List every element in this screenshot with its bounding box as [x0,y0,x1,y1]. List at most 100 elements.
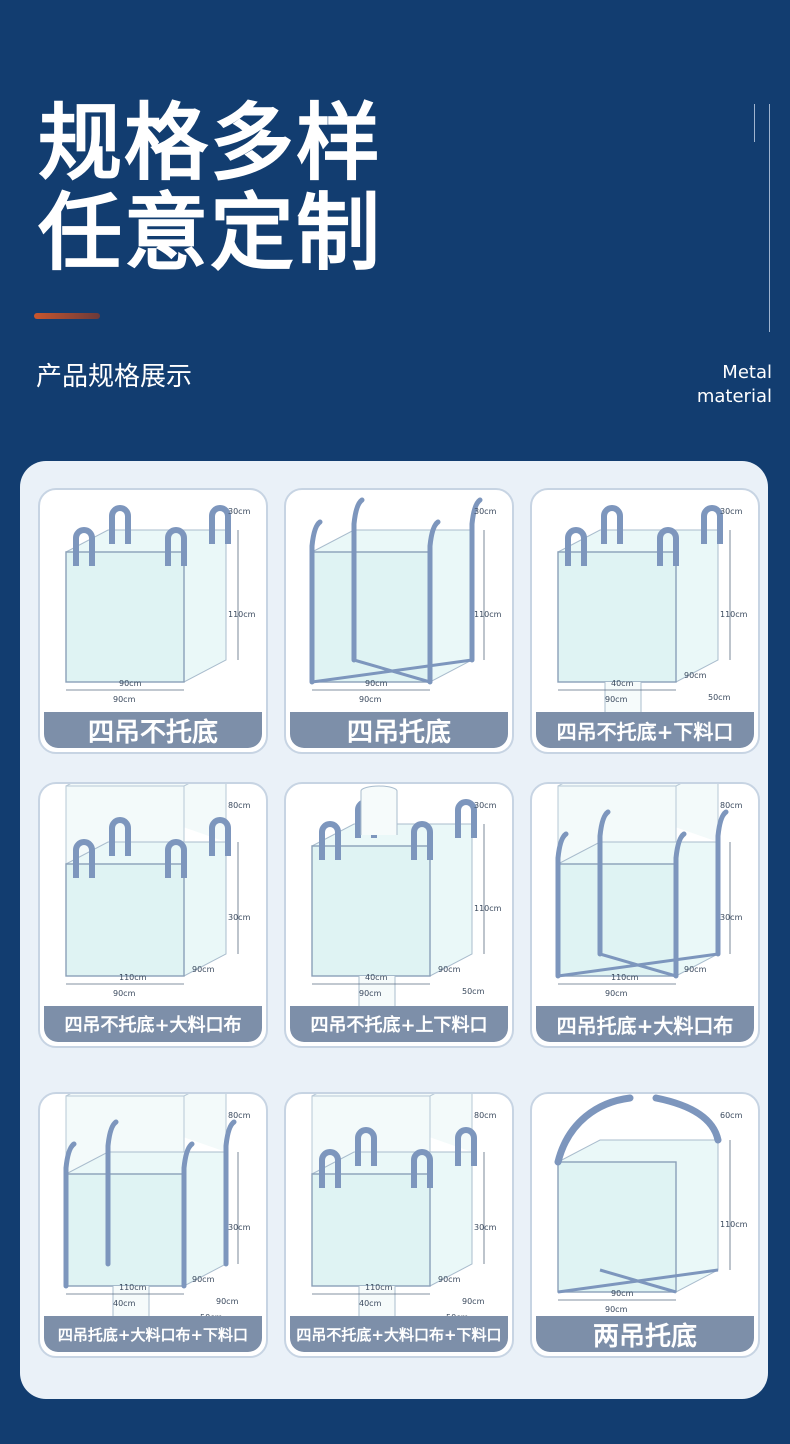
dimension-label: 30cm [228,913,251,922]
dimension-label: 30cm [474,507,497,516]
dimension-label: 110cm [474,610,502,619]
spec-card: 80cm 30cm 110cm 90cm 90cm 四吊不托底+大料口布 [38,782,268,1048]
dimension-label: 90cm [684,671,707,680]
bag-body [309,497,485,691]
bag-illustration: 30cm 110cm 90cm 90cm [65,505,256,704]
bag-front [65,863,185,977]
dimension-label: 90cm [365,679,388,688]
lift-loop [565,527,587,566]
lift-loop [319,821,341,860]
bag-illustration: 80cm30cm110cm40cm90cm90cm50cm [311,1094,497,1320]
corner-lift-strap [555,831,569,979]
dimension-label: 90cm [359,989,382,998]
dimension-label: 110cm [611,973,639,982]
dimension-label: 110cm [228,610,256,619]
two-loop-strap [554,1094,722,1166]
lift-loop [73,839,95,878]
corner-lift-strap [309,519,323,685]
lift-loop [601,505,623,544]
dimension-label: 110cm [720,610,748,619]
bag-front [557,551,677,683]
dimension-label: 110cm [474,904,502,913]
english-caption-line-2: material [696,386,772,407]
bag-front [65,551,185,683]
dimension-label: 110cm [119,1283,147,1292]
dimension-label: 80cm [720,801,743,810]
corner-lift-strap [597,809,611,957]
dimension-label: 30cm [720,507,743,516]
lift-loop [165,839,187,878]
bag-body [63,1094,239,1320]
lift-loop [165,527,187,566]
spec-card-label: 四吊不托底+大料口布+下料口 [290,1316,508,1352]
spec-card: 80cm30cm110cm40cm90cm90cm50cm四吊不托底+大料口布+… [284,1092,514,1358]
dimension-label: 90cm [605,1305,628,1314]
dimension-label: 40cm [365,973,388,982]
decorative-short-line [754,104,755,142]
english-caption-line-1: Metal [722,362,772,383]
headline-line-1: 规格多样 [38,94,383,192]
bag-body [557,505,731,716]
dimension-label: 30cm [228,507,251,516]
dimension-label: 30cm [474,801,497,810]
lift-loop [657,527,679,566]
lift-loop [209,505,231,544]
lift-loop [701,505,723,544]
dimension-label: 110cm [365,1283,393,1292]
bottom-cross-strap [557,952,719,978]
section-subtitle: 产品规格展示 [36,362,193,392]
corner-lift-strap [223,1119,237,1267]
spec-card: 80cm30cm110cm40cm90cm90cm50cm四吊托底+大料口布+下… [38,1092,268,1358]
discharge-spout [358,1286,396,1320]
corner-lift-strap [469,497,483,663]
lift-loop [109,505,131,544]
dimension-label: 90cm [684,965,707,974]
dimension-label: 30cm [720,913,743,922]
bottom-cross-strap [311,658,473,684]
decorative-vertical-line [769,104,770,332]
dimension-label: 40cm [359,1299,382,1308]
dimension-label: 90cm [113,989,136,998]
lift-loop [109,817,131,856]
dimension-label: 90cm [119,679,142,688]
dimension-label: 40cm [611,679,634,688]
dimension-label: 90cm [192,1275,215,1284]
lift-loop [455,1127,477,1166]
bag-body [65,505,239,691]
bag-front [311,845,431,977]
corner-lift-strap [673,831,687,979]
spec-card-label: 四吊不托底+下料口 [536,712,754,748]
dimension-label: 30cm [228,1223,251,1232]
lift-loop [73,527,95,566]
corner-lift-strap [427,519,441,685]
dimension-label: 30cm [474,1223,497,1232]
dimension-label: 90cm [611,1289,634,1298]
dimension-label: 80cm [228,1111,251,1120]
corner-lift-strap [63,1141,77,1289]
spec-card-label: 四吊不托底+大料口布 [44,1006,262,1042]
dimension-label: 110cm [119,973,147,982]
dimension-label: 90cm [192,965,215,974]
dimension-label: 80cm [474,1111,497,1120]
dimension-label: 90cm [462,1297,485,1306]
discharge-spout [358,976,396,1010]
corner-lift-strap [181,1141,195,1289]
lift-loop [411,1149,433,1188]
bag-illustration: 80cm30cm110cm40cm90cm90cm50cm [63,1094,251,1320]
dimension-label: 90cm [113,695,136,704]
corner-lift-strap [351,497,365,663]
filling-spout [360,785,398,835]
bag-body [554,1094,731,1301]
spec-card-label: 四吊不托底+上下料口 [290,1006,508,1042]
spec-card-label: 四吊不托底 [44,712,262,748]
headline-line-2: 任意定制 [38,184,383,282]
dimension-label: 60cm [720,1111,743,1120]
lift-loop [209,817,231,856]
dimension-label: 80cm [228,801,251,810]
